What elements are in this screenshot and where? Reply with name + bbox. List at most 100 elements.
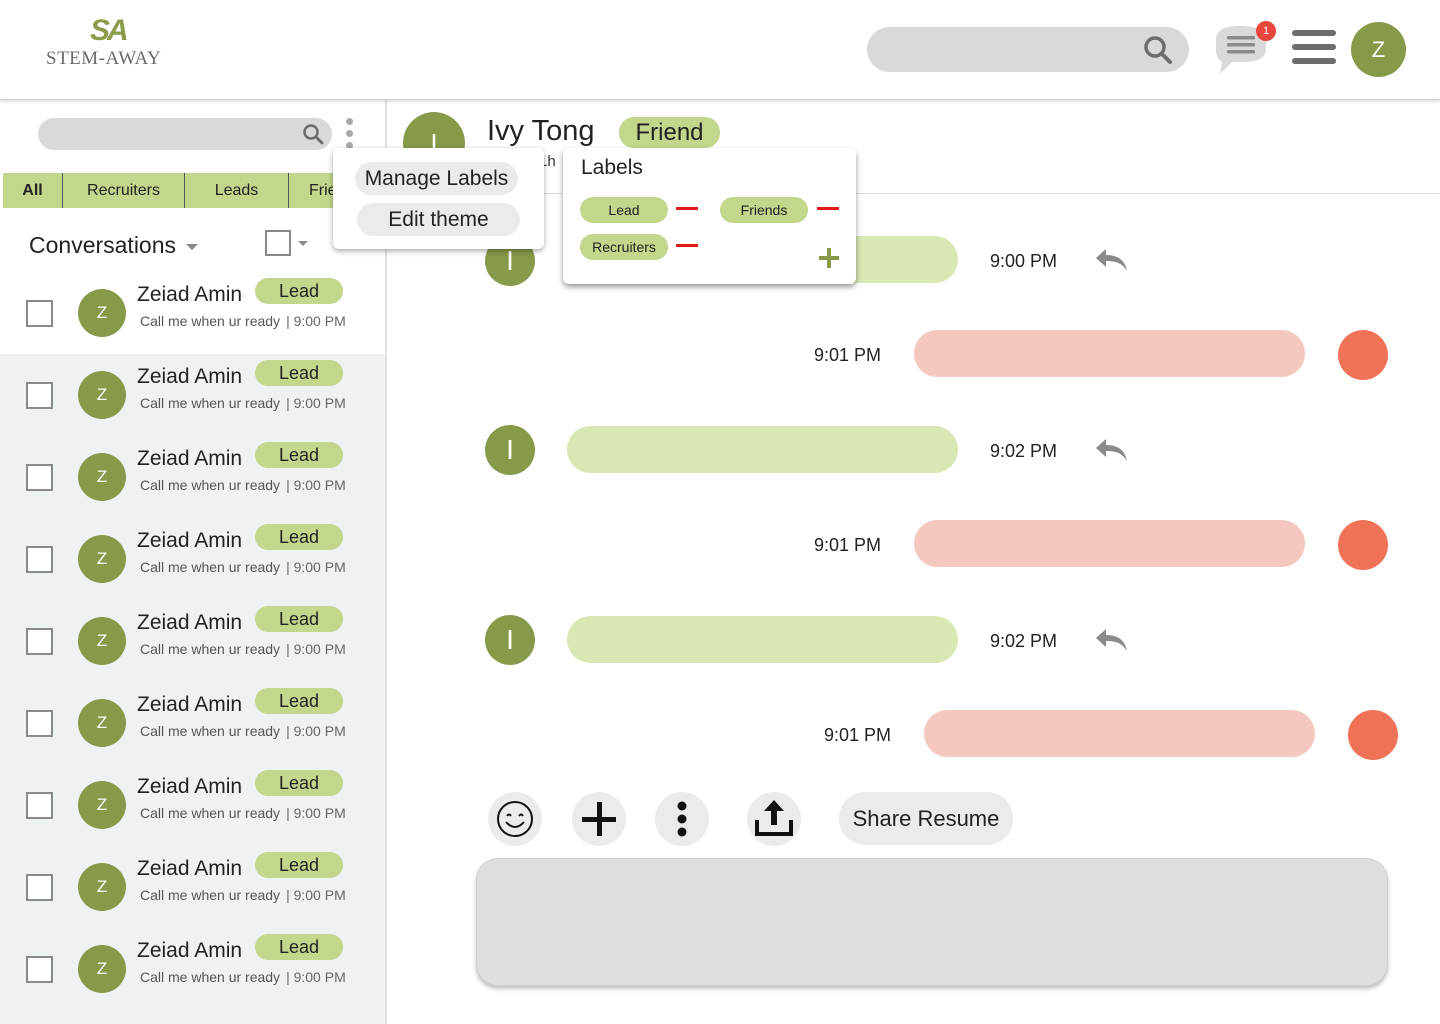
conversation-label-badge[interactable]: Lead (255, 360, 343, 386)
message-time: 9:02 PM (990, 441, 1058, 461)
chevron-down-icon[interactable] (298, 241, 308, 246)
preview-text: Call me when ur ready (140, 313, 281, 329)
conversation-label-badge[interactable]: Lead (255, 524, 343, 550)
add-attachment-icon[interactable] (572, 792, 626, 846)
message-input[interactable] (476, 858, 1388, 986)
search-icon[interactable] (1143, 35, 1173, 70)
manage-labels-menu-item[interactable]: Manage Labels (355, 162, 518, 195)
upload-icon[interactable] (747, 792, 801, 846)
conversation-label-badge[interactable]: Lead (255, 852, 343, 878)
preview-time: | 9:00 PM (286, 641, 346, 657)
conversation-label-badge[interactable]: Lead (255, 934, 343, 960)
label-chip-friends[interactable]: Friends (720, 197, 808, 223)
user-avatar[interactable]: Z (1351, 22, 1406, 77)
hamburger-menu-icon[interactable] (1292, 30, 1336, 68)
messages-icon[interactable] (1212, 22, 1270, 78)
remove-label-lead-icon[interactable] (676, 207, 698, 210)
conversation-preview: Call me when ur ready| 9:00 PM (140, 477, 346, 493)
conversation-name: Zeiad Amin (137, 529, 243, 552)
reply-icon[interactable] (1094, 436, 1130, 464)
conversation-label-badge[interactable]: Lead (255, 442, 343, 468)
conversation-name: Zeiad Amin (137, 611, 243, 634)
contact-label-badge[interactable]: Friend (619, 117, 720, 148)
conversation-label-badge[interactable]: Lead (255, 606, 343, 632)
edit-theme-menu-item[interactable]: Edit theme (357, 203, 520, 236)
conversation-checkbox[interactable] (26, 710, 53, 737)
conversation-avatar: Z (78, 863, 126, 911)
preview-time: | 9:00 PM (286, 969, 346, 985)
remove-label-recruiters-icon[interactable] (676, 244, 698, 247)
preview-text: Call me when ur ready (140, 969, 281, 985)
reply-icon[interactable] (1094, 246, 1130, 274)
preview-text: Call me when ur ready (140, 559, 281, 575)
message-time: 9:01 PM (814, 345, 882, 365)
tab-leads[interactable]: Leads (185, 173, 289, 208)
global-search-input[interactable] (867, 27, 1189, 72)
incoming-message[interactable] (567, 616, 958, 663)
sender-avatar: I (485, 425, 535, 475)
conversation-avatar: Z (78, 781, 126, 829)
search-icon[interactable] (302, 123, 324, 150)
emoji-icon[interactable] (488, 792, 542, 846)
preview-time: | 9:00 PM (286, 559, 346, 575)
conversation-checkbox[interactable] (26, 956, 53, 983)
outgoing-message[interactable] (924, 710, 1315, 757)
more-options-icon[interactable] (344, 118, 354, 152)
label-chip-recruiters[interactable]: Recruiters (580, 234, 668, 260)
logo-text: STEM-AWAY (46, 48, 162, 69)
conversation-label-badge[interactable]: Lead (255, 688, 343, 714)
remove-label-friends-icon[interactable] (817, 207, 839, 210)
conversation-checkbox[interactable] (26, 464, 53, 491)
conversations-dropdown[interactable]: Conversations (29, 232, 199, 259)
message-time: 9:01 PM (824, 725, 892, 745)
preview-time: | 9:00 PM (286, 805, 346, 821)
label-chip-lead[interactable]: Lead (580, 197, 668, 223)
outgoing-message[interactable] (914, 330, 1305, 377)
add-label-icon[interactable] (819, 248, 839, 268)
conversation-checkbox[interactable] (26, 628, 53, 655)
outgoing-message[interactable] (914, 520, 1305, 567)
more-options-icon[interactable] (655, 792, 709, 846)
conversation-checkbox[interactable] (26, 874, 53, 901)
incoming-message[interactable] (567, 426, 958, 473)
conversation-name: Zeiad Amin (137, 447, 243, 470)
conversation-name: Zeiad Amin (137, 365, 243, 388)
conversation-avatar: Z (78, 289, 126, 337)
conversation-preview: Call me when ur ready | 9:00 PM (140, 559, 346, 575)
own-avatar (1338, 520, 1388, 570)
conversation-search-input[interactable] (38, 118, 332, 150)
share-resume-button[interactable]: Share Resume (839, 792, 1013, 845)
conversation-preview: Call me when ur ready| 9:00 PM (140, 313, 346, 329)
tab-recruiters[interactable]: Recruiters (63, 173, 185, 208)
conversation-checkbox[interactable] (26, 382, 53, 409)
preview-text: Call me when ur ready (140, 723, 281, 739)
conversation-checkbox[interactable] (26, 546, 53, 573)
preview-time: | 9:00 PM (286, 887, 346, 903)
select-all-checkbox[interactable] (265, 230, 291, 256)
conversation-label-badge[interactable]: Lead (255, 278, 343, 304)
conversation-preview: Call me when ur ready| 9:00 PM (140, 395, 346, 411)
sender-avatar: I (485, 615, 535, 665)
preview-time: | 9:00 PM (286, 395, 346, 411)
conversation-preview: Call me when ur ready| 9:00 PM (140, 887, 346, 903)
chat-header: I Ivy Tong Friend 1h (387, 100, 1440, 194)
own-avatar (1338, 330, 1388, 380)
tab-all[interactable]: All (3, 173, 63, 208)
conversation-name: Zeiad Amin (137, 283, 243, 306)
stem-away-logo[interactable]: SA STEM-AWAY (46, 14, 170, 74)
conversation-name: Zeiad Amin (137, 775, 243, 798)
conversation-checkbox[interactable] (26, 792, 53, 819)
conversation-checkbox[interactable] (26, 300, 53, 327)
reply-icon[interactable] (1094, 626, 1130, 654)
preview-text: Call me when ur ready (140, 805, 281, 821)
conversation-label-badge[interactable]: Lead (255, 770, 343, 796)
